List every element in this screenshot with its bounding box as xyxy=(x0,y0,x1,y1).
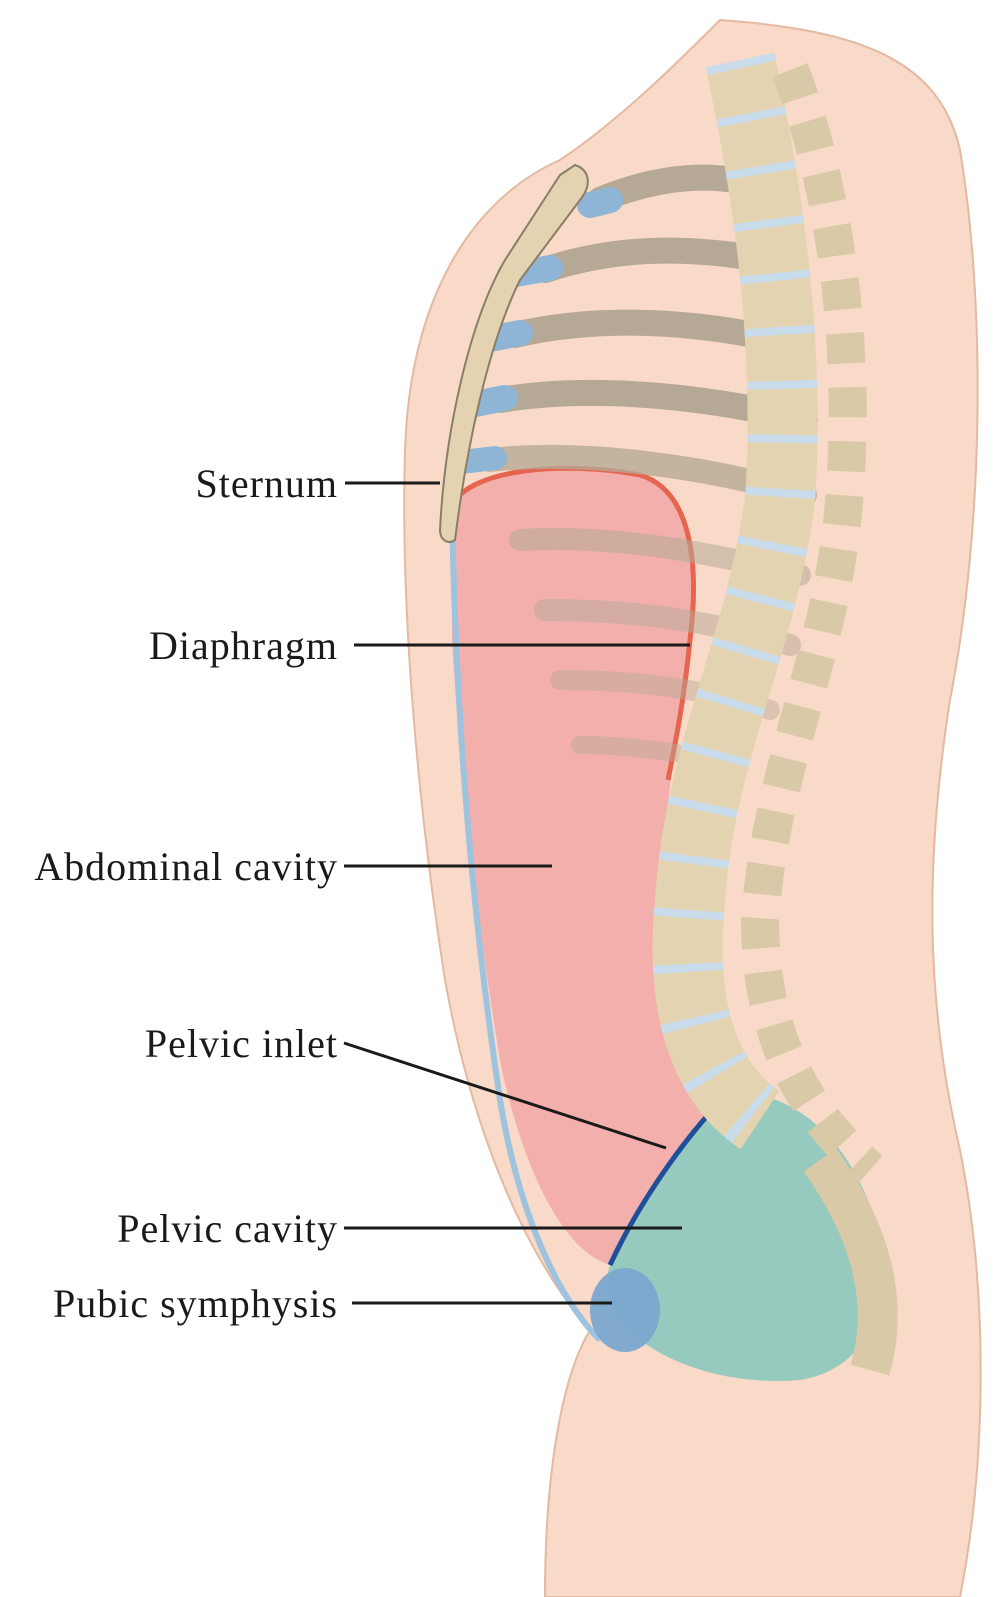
abdominal-cavity-label: Abdominal cavity xyxy=(34,844,338,889)
diaphragm-label: Diaphragm xyxy=(149,623,338,668)
pelvic-inlet-label: Pelvic inlet xyxy=(145,1021,338,1066)
pubic-symphysis-shape xyxy=(590,1268,660,1352)
pelvic-cavity-label: Pelvic cavity xyxy=(117,1206,338,1251)
sternum-label: Sternum xyxy=(195,461,338,506)
pubic-symphysis-label: Pubic symphysis xyxy=(53,1281,338,1326)
